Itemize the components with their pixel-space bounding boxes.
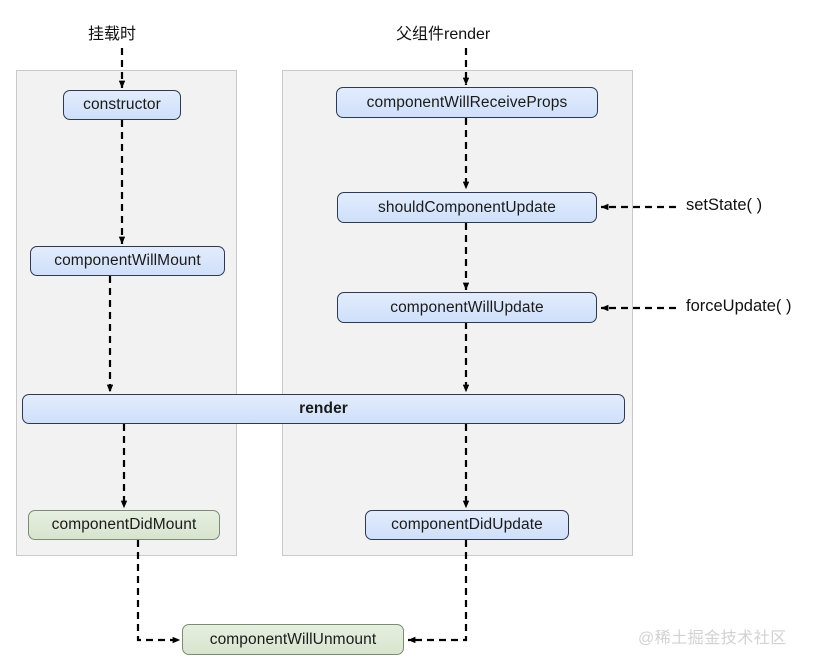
node-constructor[interactable]: constructor: [63, 90, 181, 120]
node-component-did-mount[interactable]: componentDidMount: [28, 510, 220, 540]
node-render[interactable]: render: [22, 394, 625, 424]
trigger-set-state-label: setState( ): [686, 196, 763, 214]
trigger-force-update-label: forceUpdate( ): [686, 297, 792, 315]
mount-phase-label: 挂载时: [88, 26, 137, 43]
node-component-will-mount[interactable]: componentWillMount: [30, 246, 225, 276]
mounting-phase-panel: [16, 70, 237, 556]
node-should-component-update[interactable]: shouldComponentUpdate: [337, 192, 597, 223]
node-component-will-update[interactable]: componentWillUpdate: [337, 292, 597, 323]
node-component-will-receive-props[interactable]: componentWillReceiveProps: [336, 87, 598, 118]
update-phase-label: 父组件render: [396, 26, 491, 43]
node-component-did-update[interactable]: componentDidUpdate: [365, 510, 569, 540]
node-component-will-unmount[interactable]: componentWillUnmount: [182, 624, 404, 655]
watermark: @稀土掘金技术社区: [638, 630, 787, 647]
